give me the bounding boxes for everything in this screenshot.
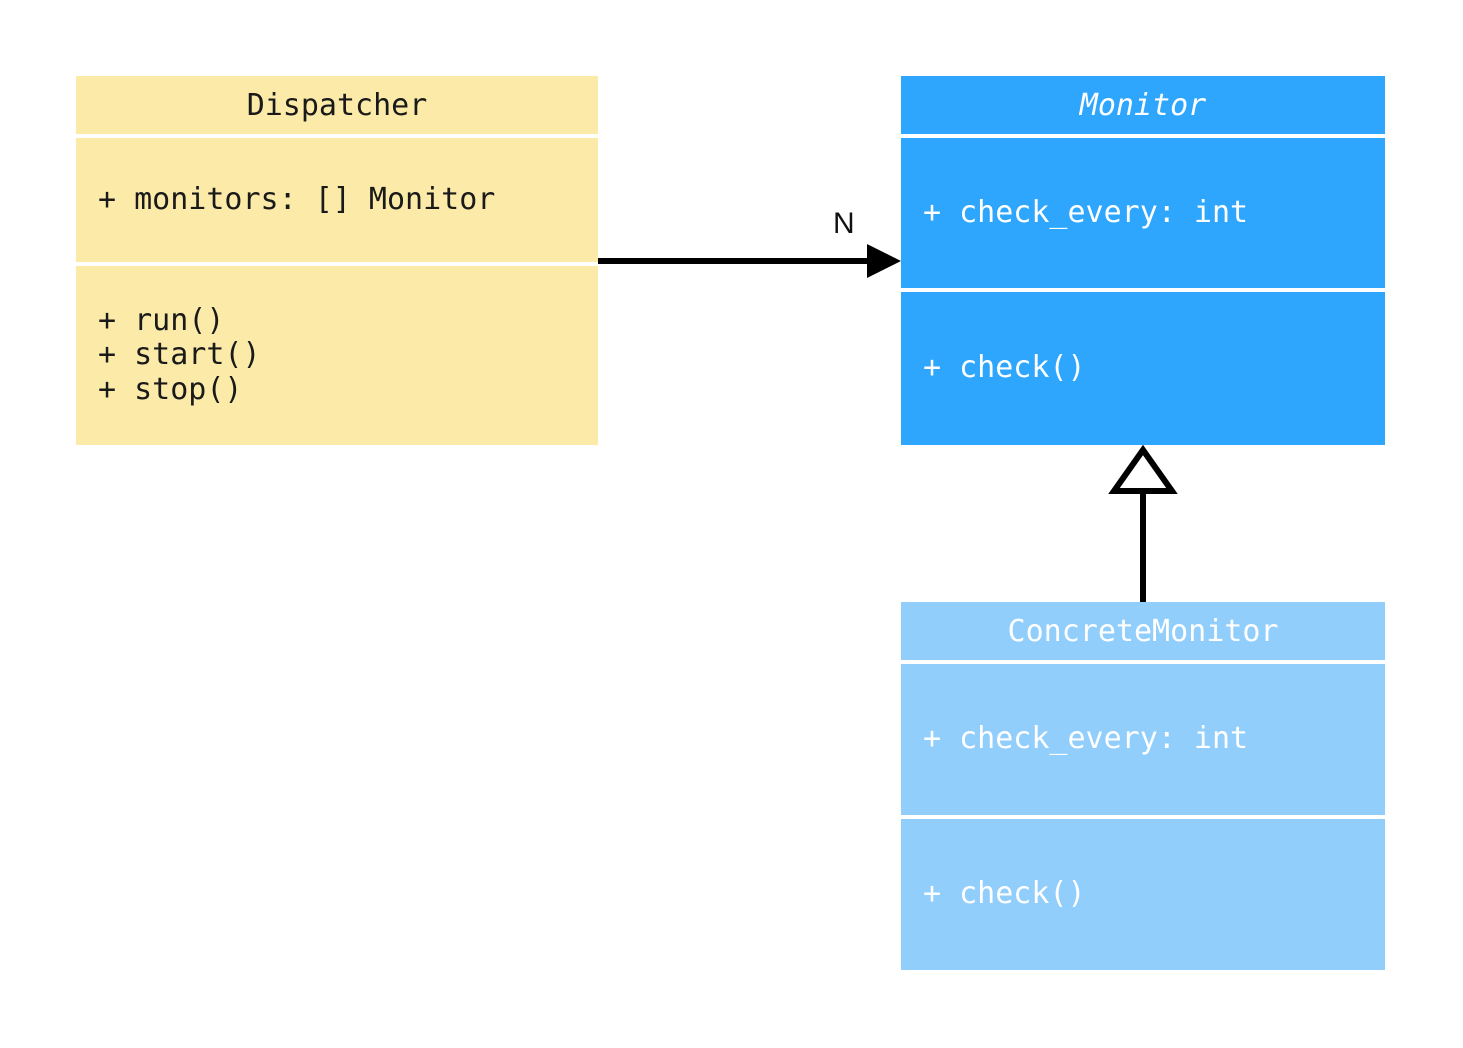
class-operations-monitor: + check() — [901, 292, 1385, 445]
operation-row: + stop() — [98, 371, 243, 407]
uml-class-monitor[interactable]: Monitor + check_every: int + check() — [901, 76, 1385, 445]
class-operations-concrete-monitor: + check() — [901, 819, 1385, 970]
filled-arrowhead-icon — [867, 244, 901, 278]
attribute-row: + check_every: int — [923, 721, 1249, 757]
class-title-concrete-monitor: ConcreteMonitor — [901, 602, 1385, 660]
class-divider — [901, 660, 1385, 664]
class-title-dispatcher: Dispatcher — [76, 76, 598, 134]
class-divider — [901, 134, 1385, 138]
class-divider — [901, 815, 1385, 819]
operation-row: + run() — [98, 302, 225, 338]
uml-class-dispatcher[interactable]: Dispatcher + monitors: [] Monitor + run(… — [76, 76, 598, 445]
class-divider — [76, 134, 598, 138]
hollow-triangle-arrowhead-icon — [1108, 444, 1178, 494]
class-divider — [901, 288, 1385, 292]
attribute-row: + monitors: [] Monitor — [98, 181, 496, 217]
generalization-edge-concrete-monitor — [1108, 444, 1178, 602]
association-edge-dispatcher-monitor — [598, 244, 901, 278]
operation-row: + start() — [98, 337, 261, 373]
uml-class-concrete-monitor[interactable]: ConcreteMonitor + check_every: int + che… — [901, 602, 1385, 970]
operation-row: + check() — [923, 350, 1086, 386]
class-attributes-monitor: + check_every: int — [901, 138, 1385, 288]
multiplicity-label-n: N — [833, 207, 855, 240]
class-divider — [76, 262, 598, 266]
attribute-row: + check_every: int — [923, 194, 1249, 230]
class-attributes-dispatcher: + monitors: [] Monitor — [76, 138, 598, 262]
class-operations-dispatcher: + run() + start() + stop() — [76, 266, 598, 445]
class-title-monitor: Monitor — [901, 76, 1385, 134]
class-attributes-concrete-monitor: + check_every: int — [901, 664, 1385, 815]
operation-row: + check() — [923, 876, 1086, 912]
